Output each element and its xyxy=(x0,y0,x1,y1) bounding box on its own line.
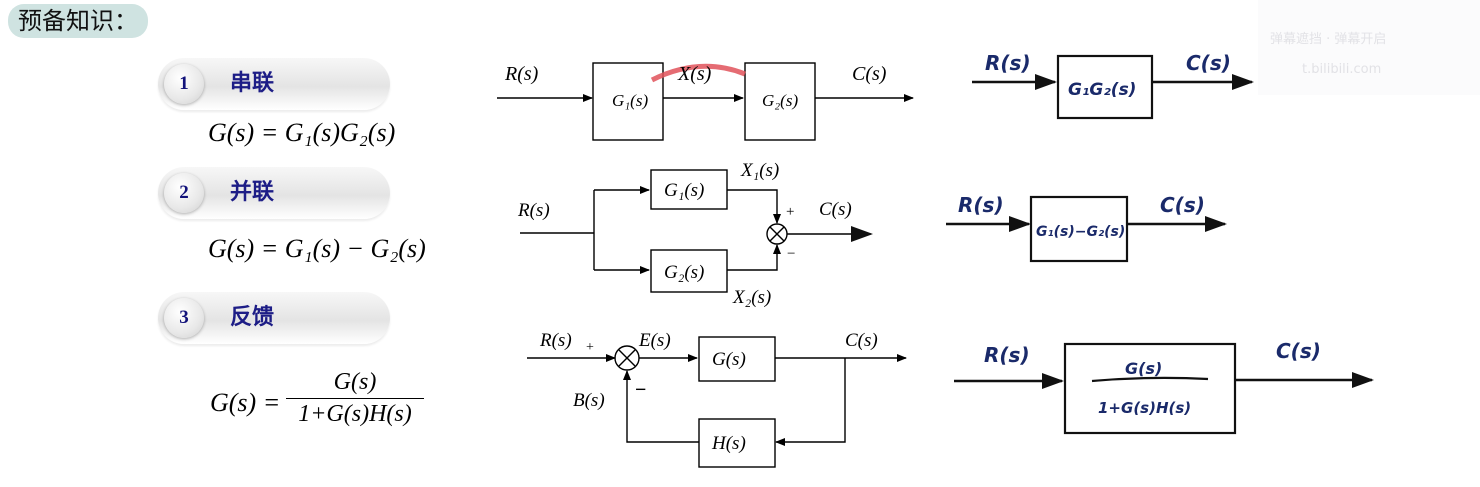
hw-feedback-input-label: R(s) xyxy=(984,343,1030,367)
handwritten-feedback xyxy=(954,342,1374,435)
feedback-block-h-label: H(s) xyxy=(711,433,746,454)
series-block-g2-label: G₂(s) xyxy=(762,91,798,110)
feedback-b-label: B(s) xyxy=(573,390,605,411)
feedback-diagram xyxy=(527,336,907,468)
section-number: 1 xyxy=(164,64,204,104)
hw-feedback-block xyxy=(1063,342,1237,435)
parallel-x1-label: X₁(s) xyxy=(740,160,779,181)
feedback-formula-numerator: G(s) xyxy=(286,369,424,399)
feedback-plus-sign: + xyxy=(586,340,594,355)
section-feedback-header: 3 反馈 xyxy=(158,292,390,344)
handwritten-series xyxy=(972,54,1254,120)
feedback-error-label: E(s) xyxy=(638,330,671,351)
section-label: 反馈 xyxy=(230,305,275,330)
hw-series-block-label: G₁G₂(s) xyxy=(1068,80,1136,100)
feedback-return-line xyxy=(775,358,846,446)
feedback-block-g-label: G(s) xyxy=(712,349,746,370)
series-mid-label: X(s) xyxy=(677,63,712,85)
parallel-sum-cross xyxy=(769,226,785,242)
feedback-to-sum-arrow xyxy=(623,370,699,443)
hw-feedback-fraction-bar xyxy=(1091,376,1209,383)
hw-feedback-denominator: 1+G(s)H(s) xyxy=(1098,399,1191,417)
parallel-upper-to-sum xyxy=(727,189,781,224)
section-label: 串联 xyxy=(230,71,275,96)
series-formula: G(s) = G₁(s)G₂(s) xyxy=(208,118,396,147)
feedback-formula-fraction: G(s) 1+G(s)H(s) xyxy=(286,369,424,428)
parallel-output-label: C(s) xyxy=(819,199,852,220)
parallel-block-g2-label: G₂(s) xyxy=(664,262,704,283)
hw-feedback-output-label: C(s) xyxy=(1276,339,1321,363)
hw-parallel-block xyxy=(1029,195,1129,263)
section-series-header: 1 串联 xyxy=(158,58,390,110)
hw-series-input-label: R(s) xyxy=(985,51,1031,75)
hw-feedback-numerator: G(s) xyxy=(1125,359,1162,378)
feedback-input-label: R(s) xyxy=(539,330,572,351)
hw-series-block xyxy=(1056,54,1154,120)
feedback-formula-lhs: G(s) = xyxy=(210,388,281,417)
feedback-block-h xyxy=(698,418,776,468)
parallel-diagram xyxy=(520,169,873,293)
feedback-output-label: C(s) xyxy=(845,330,878,351)
section-number: 3 xyxy=(164,298,204,338)
watermark-line-1: 弹幕遮挡 · 弹幕开启 xyxy=(1270,32,1387,47)
series-block-g1 xyxy=(592,62,664,141)
handwritten-parallel xyxy=(946,195,1227,263)
parallel-plus-sign: + xyxy=(786,204,794,220)
parallel-input-label: R(s) xyxy=(517,200,550,221)
parallel-lower-to-sum xyxy=(727,244,781,271)
hw-parallel-block-label: G₁(s)−G₂(s) xyxy=(1036,224,1125,240)
watermark-line-2: t.bilibili.com xyxy=(1302,62,1382,77)
page-title: 预备知识： xyxy=(8,4,148,38)
highlight-stroke xyxy=(650,63,746,83)
hw-parallel-input-label: R(s) xyxy=(958,193,1004,217)
feedback-block-g xyxy=(698,336,776,382)
parallel-block-g2 xyxy=(650,249,728,293)
feedback-minus-sign: − xyxy=(635,379,646,401)
feedback-formula-denominator: 1+G(s)H(s) xyxy=(298,401,412,427)
series-block-g2 xyxy=(744,62,816,141)
feedback-sum-cross xyxy=(618,349,636,367)
series-output-label: C(s) xyxy=(852,63,887,85)
parallel-x2-label: X₂(s) xyxy=(732,287,771,308)
section-number: 2 xyxy=(164,173,204,213)
hw-series-output-label: C(s) xyxy=(1186,51,1231,75)
parallel-minus-sign: − xyxy=(787,246,795,262)
series-diagram xyxy=(497,62,914,141)
section-label: 并联 xyxy=(230,180,275,205)
watermark-overlay: 弹幕遮挡 · 弹幕开启 t.bilibili.com xyxy=(1258,0,1480,95)
parallel-block-g1-label: G₁(s) xyxy=(664,180,704,201)
series-input-label: R(s) xyxy=(504,63,539,85)
section-parallel-header: 2 并联 xyxy=(158,167,390,219)
parallel-formula: G(s) = G₁(s) − G₂(s) xyxy=(208,234,426,263)
hw-parallel-output-label: C(s) xyxy=(1160,193,1205,217)
series-block-g1-label: G₁(s) xyxy=(612,91,648,110)
